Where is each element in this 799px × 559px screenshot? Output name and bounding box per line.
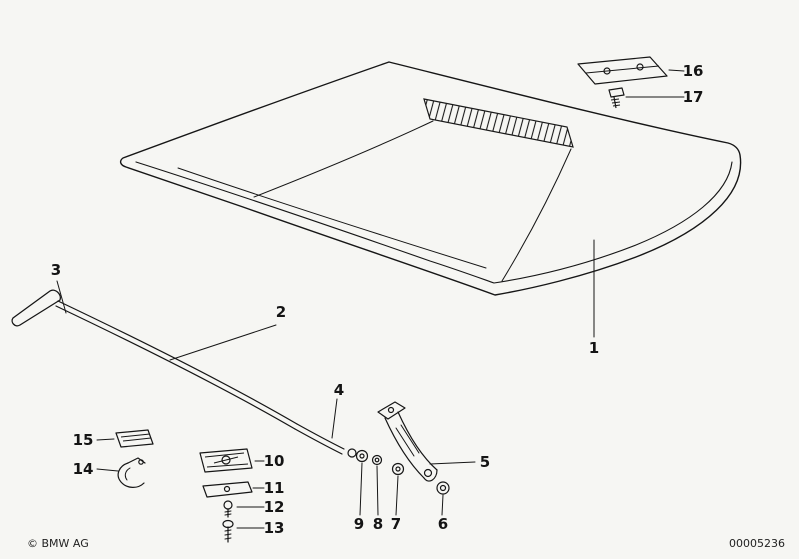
leader-part-4 <box>331 398 338 439</box>
part-label-15: 15 <box>72 431 94 449</box>
part-label-9: 9 <box>353 515 365 533</box>
leader-part-9 <box>359 462 363 516</box>
leader-part-2 <box>169 324 277 361</box>
diagram-number: 00005236 <box>729 537 785 550</box>
hinge-bolt-part-17 <box>608 87 625 109</box>
part-label-2: 2 <box>275 303 287 321</box>
hood-crease-front <box>177 167 487 269</box>
release-cable-part-2 <box>55 300 357 458</box>
hood-crease-right <box>501 148 572 282</box>
clamp-part-14 <box>117 457 146 488</box>
washer-part-9 <box>355 449 369 463</box>
bolt-part-12 <box>223 500 233 518</box>
part-label-4: 4 <box>333 381 345 399</box>
part-label-10: 10 <box>263 452 285 470</box>
hinge-arm-part-5 <box>377 401 438 482</box>
screw-part-13 <box>222 519 234 543</box>
part-label-17: 17 <box>682 88 704 106</box>
leader-part-15 <box>96 438 115 441</box>
leader-part-16 <box>668 69 685 72</box>
part-label-13: 13 <box>263 519 285 537</box>
release-handle-part-3 <box>11 289 61 327</box>
part-label-1: 1 <box>588 339 600 357</box>
cable-end-nipple-part-4 <box>347 448 357 458</box>
leader-part-6 <box>441 494 444 516</box>
part-label-14: 14 <box>72 460 94 478</box>
copyright-text: © BMW AG <box>27 537 89 550</box>
leader-lines <box>56 69 685 529</box>
part-label-12: 12 <box>263 498 285 516</box>
leader-part-8 <box>376 465 379 516</box>
leader-part-7 <box>395 475 399 516</box>
part-label-6: 6 <box>437 515 449 533</box>
washer-part-8 <box>371 454 383 466</box>
part-label-8: 8 <box>372 515 384 533</box>
hinge-plate-part-16 <box>577 56 668 85</box>
clip-part-15 <box>115 429 154 448</box>
washer-part-7 <box>391 462 405 476</box>
part-label-16: 16 <box>682 62 704 80</box>
leader-part-14 <box>96 468 119 472</box>
part-label-3: 3 <box>50 261 62 279</box>
hood-crease-left <box>253 120 434 198</box>
washer-part-6 <box>436 481 450 495</box>
lock-plate-part-11 <box>202 481 253 498</box>
hood-body <box>119 61 742 296</box>
hood-lock-part-10 <box>199 448 253 473</box>
part-label-11: 11 <box>263 479 285 497</box>
leader-part-5 <box>429 461 476 465</box>
hood-outline <box>119 61 742 296</box>
leader-part-3 <box>56 280 67 314</box>
vent-grille <box>423 98 574 148</box>
hood-front-lip <box>135 161 733 284</box>
part-label-7: 7 <box>390 515 402 533</box>
part-label-5: 5 <box>479 453 491 471</box>
